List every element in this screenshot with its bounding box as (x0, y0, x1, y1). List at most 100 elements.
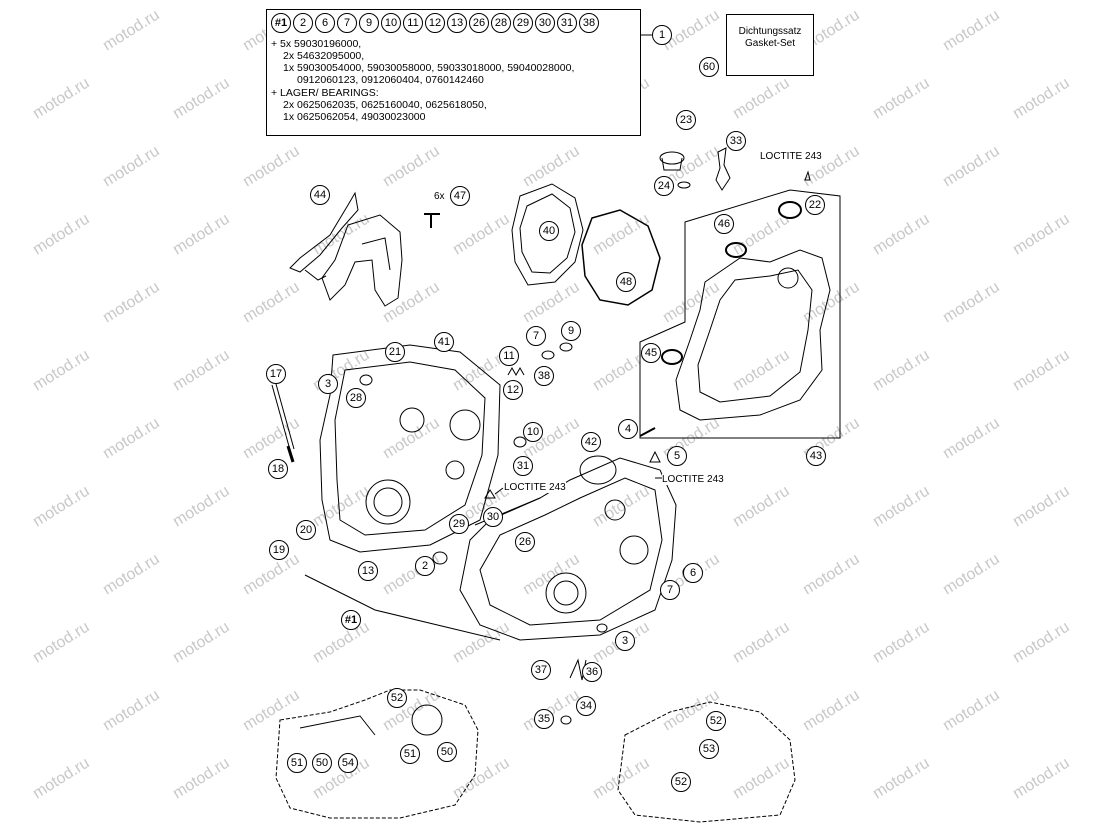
kit-line: 2x 54632095000, (283, 50, 365, 62)
stud-thread (286, 445, 295, 463)
callout: 9 (561, 321, 581, 341)
cover-boss (777, 267, 799, 289)
kit-number-badge: 12 (425, 13, 445, 33)
kit-number-badge: 6 (315, 13, 335, 33)
loctite-label: LOCTITE 243 (504, 482, 566, 493)
callout: 7 (660, 580, 680, 600)
callout: 43 (806, 446, 826, 466)
leader-line (494, 487, 504, 495)
callout: 48 (616, 272, 636, 292)
bearing-bore-inner (553, 580, 579, 606)
ignition-cover (675, 249, 831, 421)
crankcase-right-inner (479, 477, 663, 626)
bushing (359, 374, 373, 386)
callout: 53 (699, 739, 719, 759)
spring (507, 366, 525, 377)
kit-line: 1x 59030054000, 59030058000, 59033018000… (283, 62, 575, 74)
gasket-set-box: Dichtungssatz Gasket-Set (726, 14, 814, 76)
callout: 51 (400, 744, 420, 764)
callout: 2 (415, 556, 435, 576)
callout: 41 (434, 332, 454, 352)
bearing-bore (545, 572, 587, 614)
callout: 11 (499, 346, 519, 366)
o-ring-small (677, 181, 691, 189)
callout: 42 (581, 432, 601, 452)
callout: 50 (437, 742, 457, 762)
clutch-cover-inner (519, 193, 576, 274)
loctite-label: LOCTITE 243 (760, 151, 822, 162)
gasket-sheet (617, 701, 796, 823)
bearing-bore (399, 407, 425, 433)
washer (559, 342, 573, 352)
gasket-set-title-de: Dichtungssatz (738, 26, 802, 37)
kit-number-badge: 13 (447, 13, 467, 33)
callout: 3 (318, 374, 338, 394)
bearing-bore (449, 409, 481, 441)
callout: 52 (671, 772, 691, 792)
bearing-bore (604, 499, 626, 521)
kit-line: 2x 0625062035, 0625160040, 0625618050, (283, 99, 487, 111)
bushing (596, 623, 608, 633)
kit-bracket (304, 574, 501, 641)
stud-bolt (271, 383, 295, 451)
kit-line: 0912060123, 0912060404, 0760142460 (297, 74, 484, 86)
filler-plug-body (661, 157, 683, 171)
gasket-hole (411, 704, 443, 736)
gasket-ring (579, 455, 617, 485)
bearing-bore (365, 479, 411, 525)
gasket-sheet (275, 689, 479, 819)
filler-plug (659, 151, 685, 165)
callout: 5 (667, 446, 687, 466)
plug (560, 715, 572, 725)
kit-number-badge: 11 (403, 13, 423, 33)
screw (639, 427, 656, 437)
callout: 23 (676, 110, 696, 130)
kit-number-badge: 29 (513, 13, 533, 33)
lever-part (289, 191, 359, 273)
threadlock-drop (649, 450, 661, 463)
ignition-cover-inner (697, 269, 813, 403)
callout: 20 (296, 520, 316, 540)
kit-number-badge: 2 (293, 13, 313, 33)
bracket-part (321, 214, 403, 307)
bracket-small (715, 147, 731, 191)
bolt-part (424, 213, 440, 228)
callout: 6 (683, 563, 703, 583)
kit-number-badge: 7 (337, 13, 357, 33)
callout: 7 (526, 326, 546, 346)
callout-60: 60 (699, 57, 719, 77)
bearing-bore (619, 535, 649, 565)
callout: 26 (515, 532, 535, 552)
loctite-label: LOCTITE 243 (662, 474, 724, 485)
gasket-line (299, 715, 376, 736)
callout-kit: #1 (341, 610, 361, 630)
crankcase-left-inner (334, 361, 486, 536)
callout: 31 (513, 456, 533, 476)
callout: 45 (641, 343, 661, 363)
callout: 37 (531, 660, 551, 680)
threadlock-drop (804, 170, 811, 181)
callout: 52 (706, 711, 726, 731)
callout: 21 (385, 342, 405, 362)
callout: 34 (576, 696, 596, 716)
callout: 33 (726, 131, 746, 151)
kit-number-badge: #1 (271, 13, 291, 33)
kit-number-badge: 30 (535, 13, 555, 33)
washer (541, 350, 555, 360)
callout: 50 (312, 753, 332, 773)
kit-number-badge: 38 (579, 13, 599, 33)
callout: 38 (534, 366, 554, 386)
kit-line: 1x 0625062054, 49030023000 (283, 111, 426, 123)
kit-line: + LAGER/ BEARINGS: (271, 87, 379, 99)
callout: 54 (338, 753, 358, 773)
callout: 29 (449, 514, 469, 534)
kit-number-badge: 31 (557, 13, 577, 33)
callout: 46 (714, 214, 734, 234)
callout: 52 (387, 688, 407, 708)
callout: 36 (582, 662, 602, 682)
callout: 40 (539, 221, 559, 241)
kit-number-badge: 28 (491, 13, 511, 33)
